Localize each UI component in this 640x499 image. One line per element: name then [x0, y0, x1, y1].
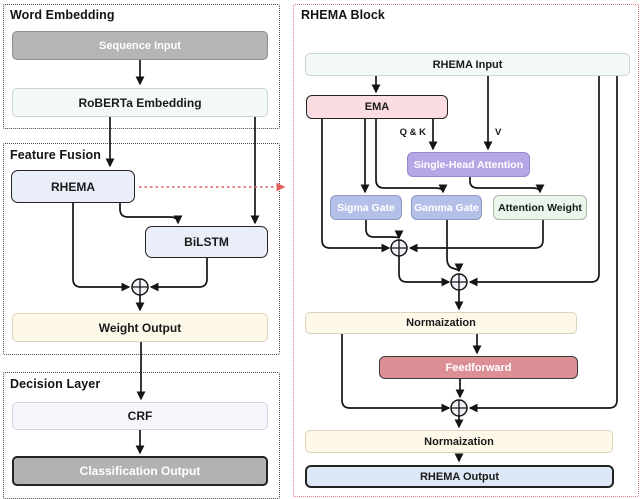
- node-roberta-embedding: RoBERTa Embedding: [12, 88, 268, 117]
- node-sigma-gate: Sigma Gate: [330, 195, 402, 220]
- node-attention-weight: Attention Weight: [493, 195, 587, 220]
- node-bilstm: BiLSTM: [145, 226, 268, 258]
- node-weight-output: Weight Output: [12, 313, 268, 342]
- node-rhema-input: RHEMA Input: [305, 53, 630, 76]
- node-feedforward: Feedforward: [379, 356, 578, 379]
- panel-title-rhema-block: RHEMA Block: [301, 8, 385, 22]
- node-rhema: RHEMA: [11, 170, 135, 203]
- label-q-and-k: Q & K: [399, 127, 426, 138]
- node-normalization-1: Normaization: [305, 312, 577, 334]
- panel-title-decision-layer: Decision Layer: [10, 377, 101, 391]
- node-single-head-attention: Single-Head Attention: [407, 152, 530, 177]
- panel-word-embedding: [3, 4, 280, 129]
- node-rhema-output: RHEMA Output: [305, 465, 614, 488]
- node-normalization-2: Normaization: [305, 430, 613, 453]
- label-v: V: [495, 127, 502, 138]
- panel-title-feature-fusion: Feature Fusion: [10, 148, 101, 162]
- node-ema: EMA: [306, 95, 448, 119]
- node-sequence-input: Sequence Input: [12, 31, 268, 60]
- node-classification-output: Classification Output: [12, 456, 268, 486]
- panel-rhema-block: [293, 4, 639, 497]
- node-crf: CRF: [12, 402, 268, 430]
- node-gamma-gate: Gamma Gate: [411, 195, 482, 220]
- panel-title-word-embedding: Word Embedding: [10, 8, 115, 22]
